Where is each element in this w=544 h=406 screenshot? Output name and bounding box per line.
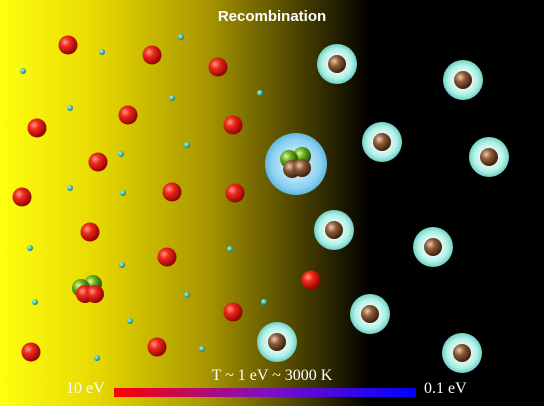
electron (178, 34, 184, 40)
hydrogen-atom (350, 294, 390, 334)
electron (27, 245, 33, 251)
diagram-title: Recombination (217, 8, 327, 25)
proton (80, 222, 100, 242)
helium-atom (265, 133, 327, 195)
electron (127, 318, 133, 324)
electron (20, 68, 26, 74)
temperature-label: T ~ 1 eV ~ 3000 K (211, 367, 333, 384)
hydrogen-atom (362, 122, 402, 162)
atom-nucleus (453, 344, 471, 362)
hydrogen-atom (314, 210, 354, 250)
photon-group (242, 60, 544, 370)
atom-nucleus (373, 133, 391, 151)
proton (86, 285, 104, 303)
hydrogen-atom (413, 227, 453, 267)
scale-left-label: 10 eV (66, 380, 105, 397)
electron (118, 151, 124, 157)
hydrogen-atom (442, 333, 482, 373)
electron-group (20, 34, 275, 361)
electron (94, 355, 100, 361)
electron (184, 142, 190, 148)
atom-group (257, 44, 509, 373)
proton (118, 105, 138, 125)
scale-right-label: 0.1 eV (424, 380, 467, 397)
proton (157, 247, 177, 267)
proton (293, 159, 311, 177)
atom-nucleus (328, 55, 346, 73)
proton (223, 115, 243, 135)
electron (169, 95, 175, 101)
hydrogen-atom (443, 60, 483, 100)
atom-nucleus (424, 238, 442, 256)
proton (162, 182, 182, 202)
electron (99, 49, 105, 55)
electron (261, 299, 267, 305)
electron (257, 90, 263, 96)
proton (142, 45, 162, 65)
proton (301, 270, 321, 290)
proton (208, 57, 228, 77)
hydrogen-atom (317, 44, 357, 84)
electron (119, 262, 125, 268)
proton (147, 337, 167, 357)
atom-nucleus (480, 148, 498, 166)
proton (223, 302, 243, 322)
hydrogen-atom (257, 322, 297, 362)
proton (27, 118, 47, 138)
proton (88, 152, 108, 172)
electron (32, 299, 38, 305)
proton (21, 342, 41, 362)
electron (120, 190, 126, 196)
helium-nucleus (72, 275, 104, 303)
proton (225, 183, 245, 203)
electron (67, 105, 73, 111)
proton (58, 35, 78, 55)
electron (199, 346, 205, 352)
electron (184, 292, 190, 298)
proton-group (12, 35, 321, 362)
proton (12, 187, 32, 207)
electron (67, 185, 73, 191)
atom-nucleus (361, 305, 379, 323)
atom-nucleus (454, 71, 472, 89)
nucleus-group (72, 275, 104, 303)
atom-nucleus (268, 333, 286, 351)
electron (227, 246, 233, 252)
hydrogen-atom (469, 137, 509, 177)
temperature-scale-bar (114, 388, 416, 397)
atom-nucleus (325, 221, 343, 239)
